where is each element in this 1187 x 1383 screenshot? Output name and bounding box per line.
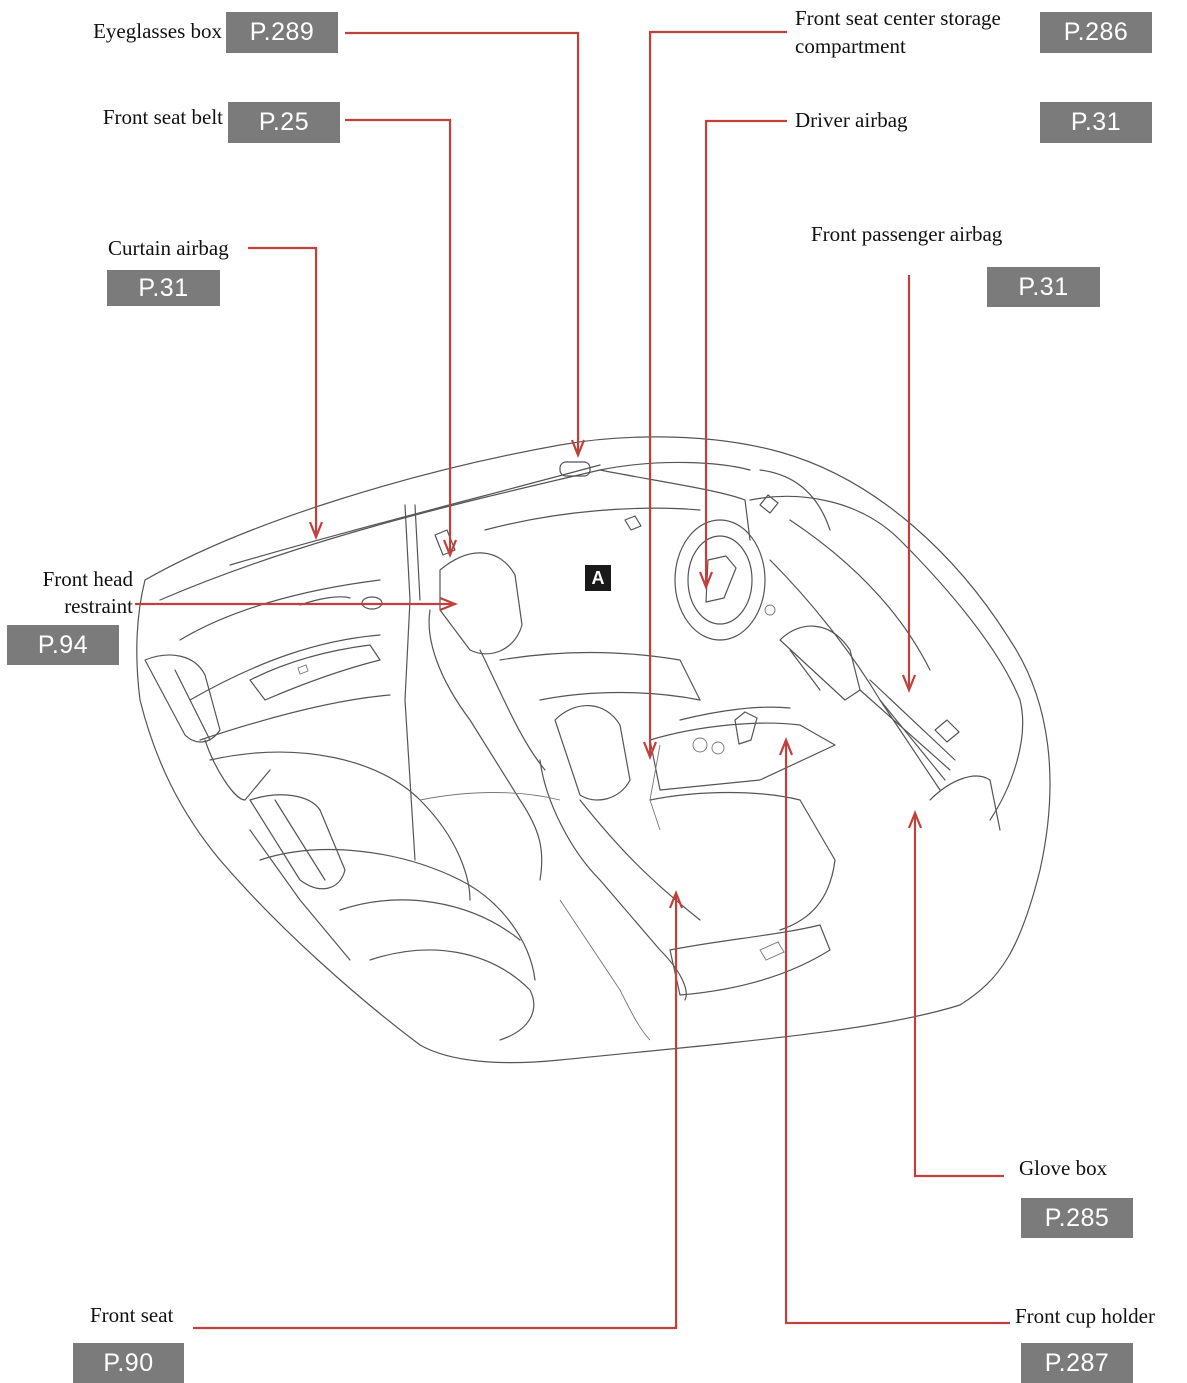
center-storage-page-badge: P.286 (1040, 12, 1152, 53)
leader-front-seat-belt (345, 118, 452, 552)
center-storage-label-line1: Front seat center storage (795, 6, 1001, 30)
leader-eyeglasses-box (345, 31, 580, 452)
curtain-airbag-label: Curtain airbag (108, 236, 229, 260)
marker-a: A (585, 565, 611, 591)
front-head-restraint-page-badge: P.94 (7, 625, 119, 665)
eyeglasses-box-label: Eyeglasses box (93, 19, 222, 43)
center-storage-label-line2: compartment (795, 34, 906, 58)
car-outline (136, 436, 1051, 1064)
front-passenger-airbag-page-badge: P.31 (987, 267, 1100, 307)
curtain-airbag-page-badge: P.31 (107, 270, 220, 306)
front-passenger-airbag-label: Front passenger airbag (811, 222, 1003, 246)
front-cup-holder-page-badge: P.287 (1021, 1343, 1133, 1383)
front-head-restraint-label-line2: restraint (64, 594, 133, 618)
glove-box-label: Glove box (1019, 1156, 1108, 1180)
leader-lines (135, 30, 1010, 1330)
front-seat-belt-page-badge: P.25 (228, 102, 340, 143)
front-seat-belt-label: Front seat belt (102, 105, 223, 129)
driver-airbag-page-badge: P.31 (1040, 102, 1152, 143)
leader-glove-box (913, 815, 1004, 1178)
driver-airbag-label: Driver airbag (795, 108, 908, 132)
eyeglasses-box-page-badge: P.289 (226, 12, 338, 53)
front-seat-label: Front seat (90, 1303, 174, 1327)
leader-center-storage (648, 30, 787, 754)
leader-front-cup-holder (784, 742, 1010, 1325)
front-head-restraint-label-line1: Front head (42, 567, 133, 591)
leader-front-seat (193, 895, 678, 1330)
front-cup-holder-label: Front cup holder (1015, 1304, 1155, 1328)
front-seat-page-badge: P.90 (73, 1343, 184, 1383)
glove-box-page-badge: P.285 (1021, 1198, 1133, 1238)
leader-driver-airbag (704, 119, 787, 585)
leader-curtain-airbag (248, 246, 318, 535)
